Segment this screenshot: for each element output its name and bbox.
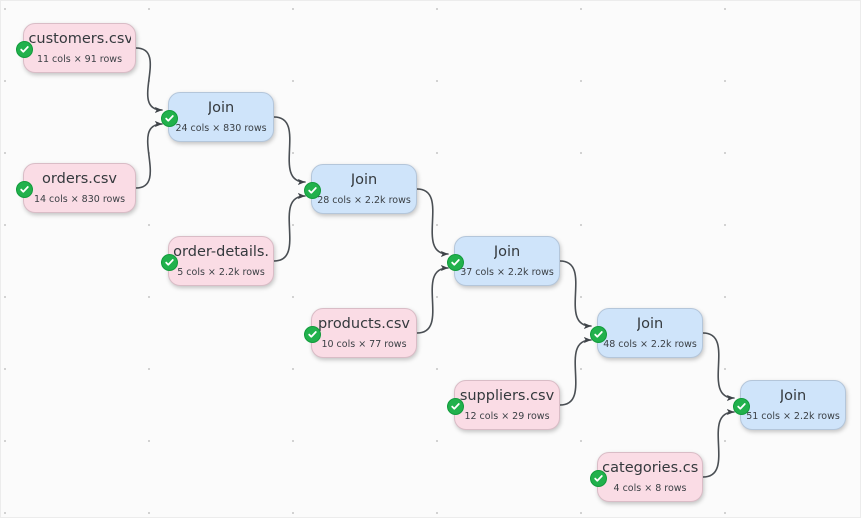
node-title: Join <box>493 244 521 260</box>
node-title: Join <box>350 172 378 188</box>
check-circle-icon <box>161 254 178 271</box>
check-circle-icon <box>447 398 464 415</box>
check-circle-icon <box>16 181 33 198</box>
node-shape-summary: 11 cols × 91 rows <box>36 54 123 65</box>
node-products[interactable]: products.csv 10 cols × 77 rows <box>304 308 417 358</box>
node-title: Join <box>207 100 235 116</box>
node-shape-summary: 48 cols × 2.2k rows <box>603 339 697 350</box>
node-title: suppliers.csv <box>459 388 555 404</box>
edge-orderdetails-to-join2 <box>273 192 306 262</box>
node-title: products.csv <box>317 316 411 332</box>
check-circle-icon <box>733 398 750 415</box>
edge-customers-to-join1 <box>135 47 163 114</box>
node-shape-summary: 5 cols × 2.2k rows <box>177 267 265 278</box>
node-orders[interactable]: orders.csv 14 cols × 830 rows <box>16 163 136 213</box>
check-circle-icon <box>161 110 178 127</box>
check-circle-icon <box>590 326 607 343</box>
node-customers[interactable]: customers.csv 11 cols × 91 rows <box>16 23 136 73</box>
edge-join4-to-join5 <box>702 332 735 402</box>
node-suppliers[interactable]: suppliers.csv 12 cols × 29 rows <box>447 380 560 430</box>
node-shape-summary: 14 cols × 830 rows <box>33 194 126 205</box>
edge-products-to-join3 <box>416 264 449 334</box>
edge-join1-to-join2 <box>273 116 306 186</box>
edge-categories-to-join5 <box>702 408 735 478</box>
check-circle-icon <box>590 470 607 487</box>
node-shape-summary: 24 cols × 830 rows <box>175 123 267 134</box>
node-join2[interactable]: Join 28 cols × 2.2k rows <box>304 164 417 214</box>
node-join3[interactable]: Join 37 cols × 2.2k rows <box>447 236 560 286</box>
node-join4[interactable]: Join 48 cols × 2.2k rows <box>590 308 703 358</box>
node-orderdetails[interactable]: order-details.... 5 cols × 2.2k rows <box>161 236 274 286</box>
edge-orders-to-join1 <box>135 120 163 189</box>
node-shape-summary: 28 cols × 2.2k rows <box>317 195 411 206</box>
node-title: order-details.... <box>173 244 269 260</box>
node-categories[interactable]: categories.csv 4 cols × 8 rows <box>590 452 703 502</box>
node-shape-summary: 12 cols × 29 rows <box>464 411 550 422</box>
node-title: Join <box>779 388 807 404</box>
check-circle-icon <box>16 41 33 58</box>
node-join1[interactable]: Join 24 cols × 830 rows <box>161 92 274 142</box>
node-join5[interactable]: Join 51 cols × 2.2k rows <box>733 380 846 430</box>
edge-suppliers-to-join4 <box>559 336 592 406</box>
check-circle-icon <box>304 182 321 199</box>
node-shape-summary: 10 cols × 77 rows <box>321 339 407 350</box>
node-title: customers.csv <box>28 31 131 47</box>
check-circle-icon <box>304 326 321 343</box>
check-circle-icon <box>447 254 464 271</box>
edge-join2-to-join3 <box>416 188 449 258</box>
edge-join3-to-join4 <box>559 260 592 330</box>
node-shape-summary: 37 cols × 2.2k rows <box>460 267 554 278</box>
node-title: orders.csv <box>42 171 117 187</box>
node-shape-summary: 51 cols × 2.2k rows <box>746 411 840 422</box>
node-title: Join <box>636 316 664 332</box>
node-shape-summary: 4 cols × 8 rows <box>613 483 687 494</box>
node-title: categories.csv <box>602 460 698 476</box>
